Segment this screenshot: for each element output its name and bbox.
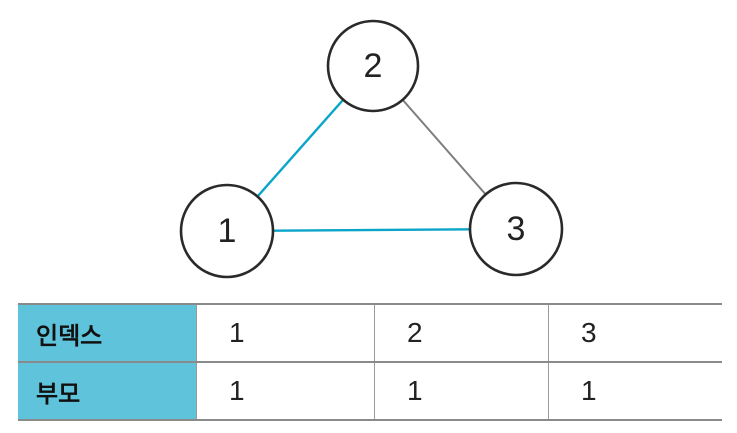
node-1-label: 1 bbox=[218, 212, 237, 250]
index-cell-1: 1 bbox=[196, 305, 374, 361]
graph-canvas: 2 1 3 bbox=[179, 19, 564, 279]
graph-node-3: 3 bbox=[468, 181, 564, 277]
parent-table: 인덱스 1 2 3 부모 1 1 1 bbox=[18, 303, 722, 421]
node-2-label: 2 bbox=[364, 47, 383, 85]
graph-node-2: 2 bbox=[326, 19, 420, 113]
graph-node-1: 1 bbox=[179, 183, 275, 279]
node-2-circle bbox=[326, 19, 420, 113]
node-1-circle bbox=[179, 183, 275, 279]
row-header-parent: 부모 bbox=[18, 363, 196, 419]
index-cell-2: 2 bbox=[374, 305, 548, 361]
table-row-index: 인덱스 1 2 3 bbox=[18, 305, 722, 363]
row-header-index: 인덱스 bbox=[18, 305, 196, 361]
edge-1-3 bbox=[226, 227, 517, 233]
index-cell-3: 3 bbox=[548, 305, 722, 361]
parent-cell-1: 1 bbox=[196, 363, 374, 419]
parent-cell-3: 1 bbox=[548, 363, 722, 419]
node-3-circle bbox=[468, 181, 564, 277]
table-row-parent: 부모 1 1 1 bbox=[18, 363, 722, 419]
parent-cell-2: 1 bbox=[374, 363, 548, 419]
node-3-label: 3 bbox=[507, 210, 526, 248]
